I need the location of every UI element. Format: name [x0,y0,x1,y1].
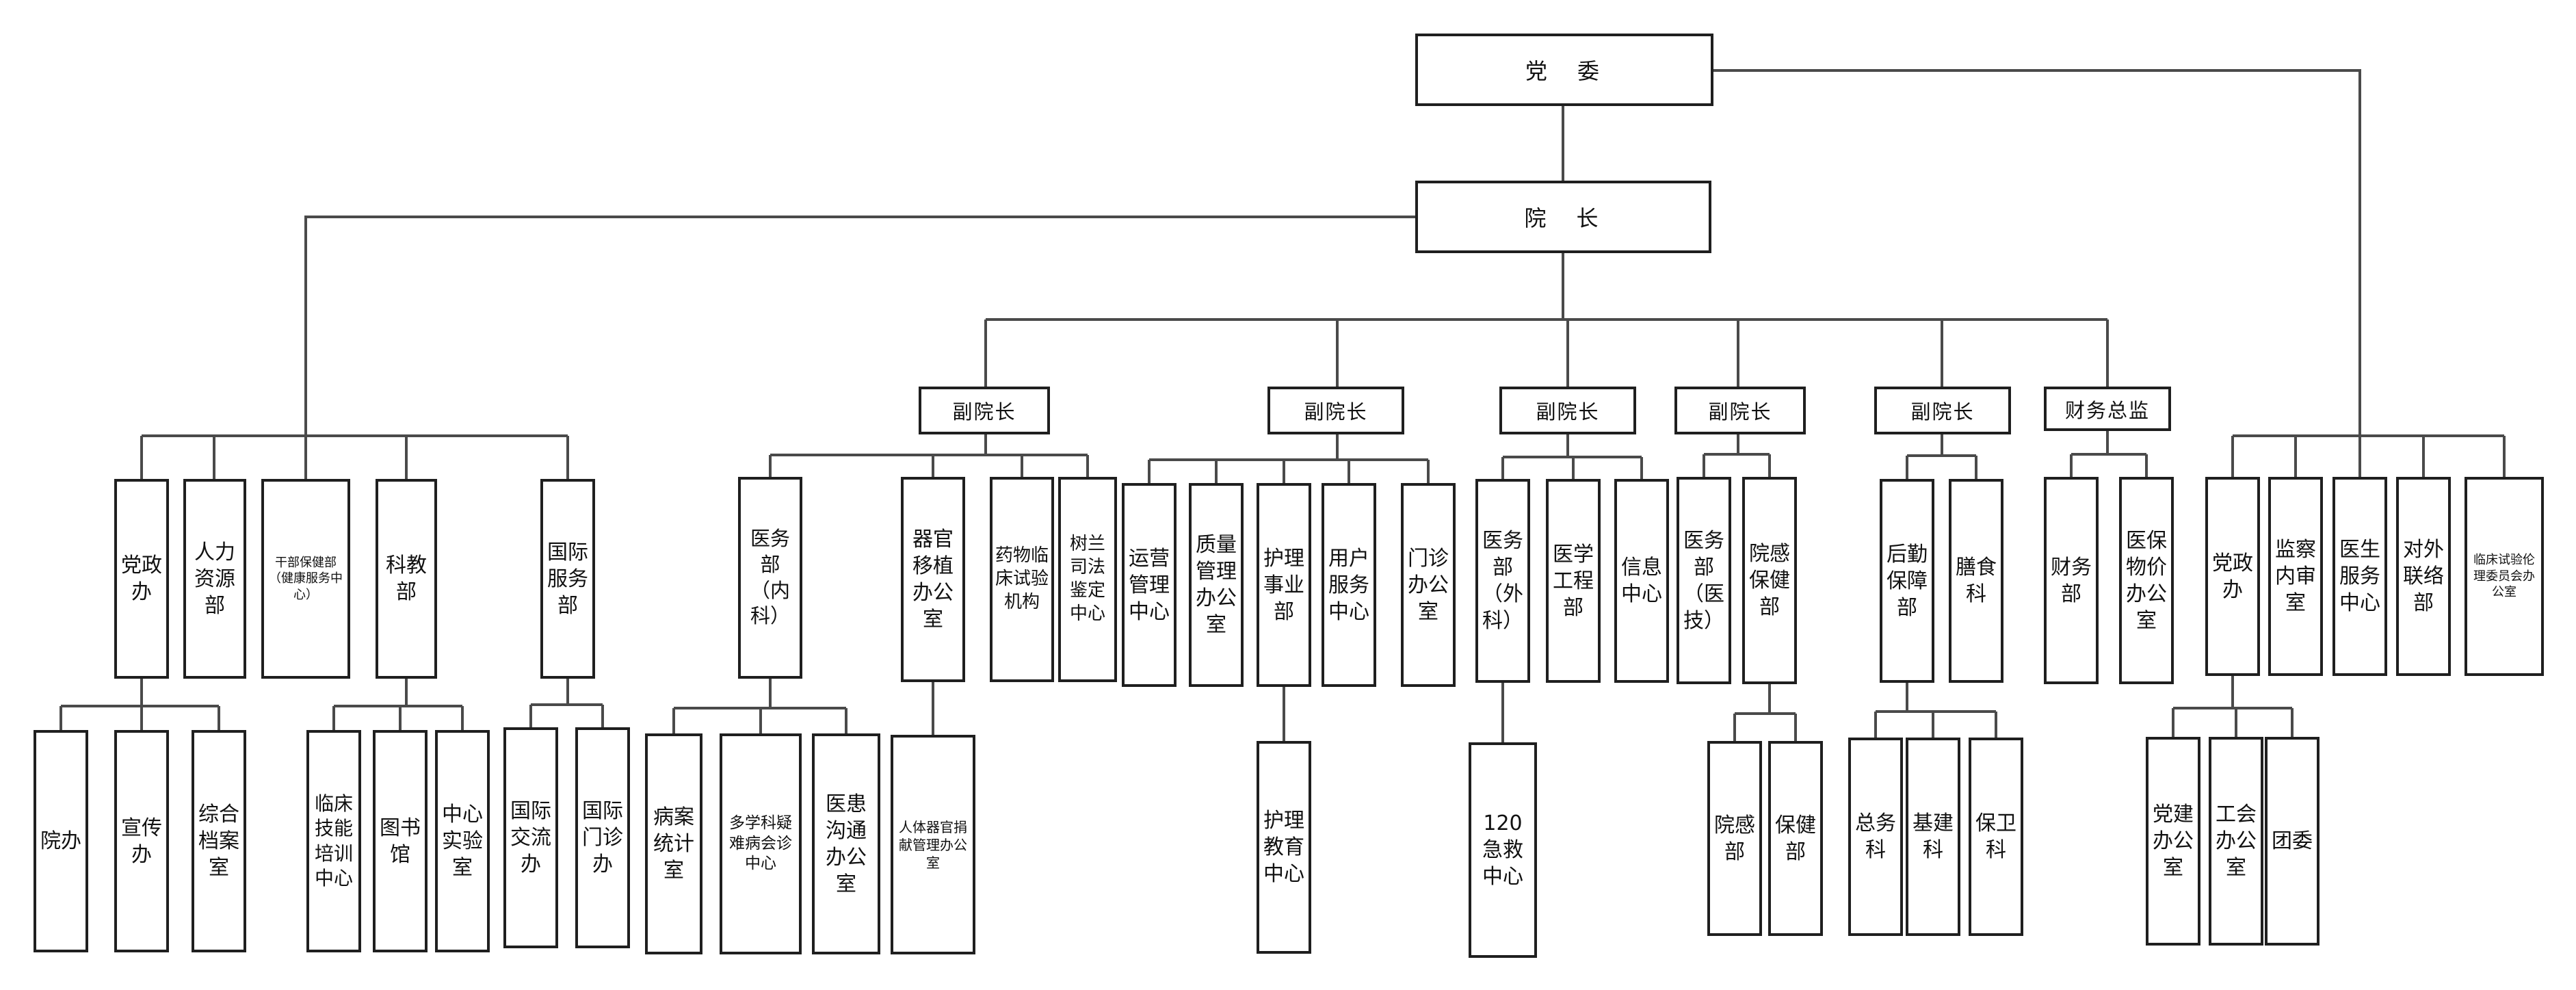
node-international-clinic: 国际门诊办 [575,727,630,948]
connector-party-right [1713,69,2361,436]
node-union-office: 工会办公室 [2209,737,2263,946]
node-emergency-120: 120急救中心 [1469,742,1537,958]
connector-right-bus [2231,434,2506,477]
node-medical-engineering: 医学工程部 [1546,479,1601,683]
node-organ-transplant: 器官移植办公室 [901,477,965,682]
node-cfo: 财务总监 [2044,387,2171,431]
node-dietary: 膳食科 [1949,479,2003,683]
node-central-lab: 中心实验室 [435,730,490,952]
node-ethics-committee: 临床试验伦理委员会办公室 [2465,477,2544,676]
node-audit: 监察内审室 [2268,477,2323,676]
node-medical-internal: 医务部（内科） [738,477,802,679]
node-international-exchange: 国际交流办 [503,727,558,948]
node-president: 院 长 [1415,181,1711,253]
node-operations: 运营管理中心 [1122,483,1177,687]
node-vice-president-4: 副院长 [1674,387,1806,434]
connector-president-vps [984,253,2109,387]
node-vice-president-3: 副院长 [1499,387,1636,434]
node-human-resources: 人力资源部 [183,479,246,679]
node-medical-technology: 医务部（医技） [1677,477,1731,684]
connector-vp4-bus [1703,434,1771,477]
node-insurance-pricing: 医保物价办公室 [2119,477,2174,684]
node-outpatient-office: 门诊办公室 [1401,483,1456,687]
node-party-committee: 党 委 [1415,34,1713,106]
node-infection-control: 院感部 [1707,741,1762,936]
node-quality: 质量管理办公室 [1189,483,1244,687]
node-drug-trial: 药物临床试验机构 [990,477,1054,682]
node-cadre-health: 干部保健部（健康服务中心） [261,479,350,679]
connector-yuangan-children [1733,684,1797,741]
node-dangzhengban-right: 党政办 [2205,477,2260,676]
connector-houqin-children [1874,683,1997,738]
connector-president-left [304,216,1415,436]
node-vice-president-5: 副院长 [1874,387,2011,434]
connector-guoji-children [529,679,604,727]
node-general-affairs: 总务科 [1848,738,1903,936]
connector-vp2-bus [1148,434,1430,483]
node-archives: 综合档案室 [192,730,246,952]
node-logistics: 后勤保障部 [1880,479,1934,683]
node-construction: 基建科 [1906,738,1960,936]
node-infection-health: 院感保健部 [1742,477,1797,684]
node-publicity: 宣传办 [114,730,169,952]
node-medical-records: 病案统计室 [645,733,702,954]
connector-neike-children [672,679,847,733]
connector-vp5-bus [1906,434,1977,479]
node-finance: 财务部 [2044,477,2099,684]
connector-vp1-bus [769,434,1089,477]
node-clinical-skills: 临床技能培训中心 [306,730,361,952]
node-health-care: 保健部 [1768,741,1823,936]
connector-dangzhengban-r-children [2172,676,2294,737]
node-information-center: 信息中心 [1614,479,1669,683]
node-patient-communication: 医患沟通办公室 [812,733,880,954]
node-science-education: 科教部 [376,479,437,679]
node-nursing: 护理事业部 [1257,483,1311,687]
node-library: 图书馆 [373,730,428,952]
node-mdt-center: 多学科疑难病会诊中心 [720,733,802,954]
node-vice-president-1: 副院长 [919,387,1050,434]
node-medical-surgical: 医务部（外科） [1475,479,1530,683]
node-forensic-center: 树兰司法鉴定中心 [1058,477,1117,682]
node-vice-president-2: 副院长 [1267,387,1404,434]
node-organ-donation: 人体器官捐献管理办公室 [891,735,975,954]
node-user-service: 用户服务中心 [1322,483,1376,687]
node-international-services: 国际服务部 [540,479,595,679]
connector-left-bus [140,434,569,479]
connector-vp3-bus [1501,434,1643,479]
node-dangzhengban-left: 党政办 [114,479,169,679]
connector-cfo-bus [2070,431,2148,477]
node-youth-league: 团委 [2265,737,2319,946]
connector-kejiao-children [332,679,464,730]
connector-dangzhengban-children [60,679,220,730]
node-nursing-education: 护理教育中心 [1257,741,1311,954]
node-security: 保卫科 [1969,738,2023,936]
node-external-liaison: 对外联络部 [2396,477,2451,676]
node-yuanban: 院办 [34,730,88,952]
node-doctor-service: 医生服务中心 [2332,477,2387,676]
node-party-building: 党建办公室 [2146,737,2200,946]
